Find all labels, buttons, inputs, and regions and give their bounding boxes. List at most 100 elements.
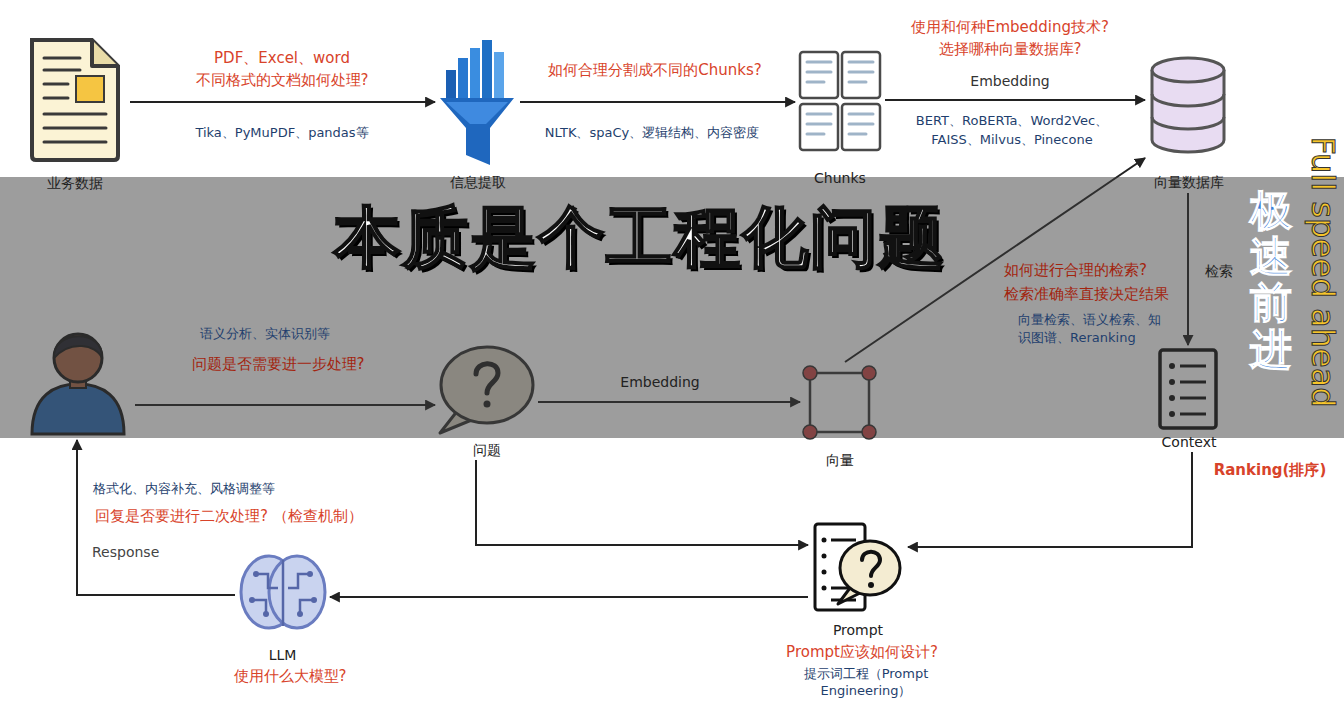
text-holder: 向量数据库 (1154, 173, 1224, 191)
drawing-part (92, 40, 118, 66)
text-holder: BERT、RoBERTa、Word2Vec、 FAISS、Milvus、Pine… (916, 111, 1108, 149)
connector-arrow (908, 452, 1192, 547)
connector-arrow (476, 460, 808, 545)
text-holder: 回复是否要进行二次处理? （检查机制） (95, 507, 363, 526)
database-icon (1152, 58, 1224, 152)
text-holder: Prompt (833, 621, 883, 639)
text-holder: 向量 (826, 451, 854, 469)
text-holder: 向量检索、语义检索、知识图谱、Reranking (1018, 311, 1168, 347)
edge-label: 检索 (1205, 263, 1233, 281)
drawing-part (842, 104, 880, 150)
drawing-part (440, 98, 514, 165)
drawing-part (807, 71, 831, 74)
drawing-part (840, 541, 900, 595)
drawing-part (470, 48, 480, 100)
text-holder: NLTK、spaCy、逻辑结构、内容密度 (545, 125, 759, 141)
vector-node: 向量 (800, 362, 880, 470)
drawing-part (849, 71, 873, 74)
node-label: LLM (269, 646, 297, 664)
vertical-slogan: 极速前进 (1250, 188, 1292, 373)
drawing-part (822, 570, 827, 575)
question-note: Prompt应该如何设计? (786, 643, 938, 662)
question-node: 问题 (435, 342, 538, 460)
text-holder: 问题是否需要进一步处理? (192, 355, 365, 374)
tool-list: 提示词工程（Prompt Engineering） (804, 665, 929, 699)
chunks-node: Chunks (795, 48, 885, 190)
drawing-part (249, 597, 255, 603)
drawing-part (44, 97, 68, 100)
drawing-part (842, 52, 880, 98)
drawing-part (249, 571, 317, 617)
drawing-part (849, 113, 873, 116)
drawing-part (44, 83, 68, 86)
question-note: 使用什么大模型? (234, 667, 347, 686)
tool-list: 格式化、内容补充、风格调整等 (93, 481, 275, 497)
drawing-part (76, 76, 104, 102)
drawing-part (44, 58, 106, 142)
drawing-part (32, 40, 118, 160)
edge-label: Embedding (620, 374, 699, 392)
drawing-part (311, 597, 317, 603)
drawing-part (849, 133, 866, 136)
drawing-part (800, 104, 838, 150)
text-holder: 信息提取 (450, 173, 506, 191)
chunks-icon (800, 52, 880, 150)
connector-arrow (130, 101, 435, 103)
tool-list: Tika、PyMuPDF、pandas等 (195, 125, 368, 141)
drawing-part (297, 611, 303, 617)
text-holder: 语义分析、实体识别等 (200, 326, 330, 342)
drawing-part (807, 62, 873, 134)
text-holder: 如何进行合理的检索? 检索准确率直接决定结果 (1004, 258, 1169, 306)
connector-arrow (330, 596, 808, 598)
drawing-part (822, 538, 827, 591)
drawing-part (269, 556, 325, 628)
drawing-part (822, 554, 827, 559)
text-holder: 如何合理分割成不同的Chunks? (548, 61, 761, 80)
prompt-icon (815, 524, 900, 610)
connector-arrow (520, 101, 795, 103)
drawing-part (1152, 117, 1224, 129)
text-holder: 格式化、内容补充、风格调整等 (93, 481, 275, 497)
text-holder: Response (92, 544, 159, 562)
vertical-slogan: Full speed ahead (1304, 136, 1339, 407)
node-label: 向量 (826, 451, 854, 469)
tool-list: 语义分析、实体识别等 (200, 326, 330, 342)
node-label: 向量数据库 (1154, 173, 1224, 191)
context-node: Context (1150, 345, 1228, 452)
drawing-part (807, 133, 824, 136)
text-holder: PDF、Excel、word 不同格式的文档如何处理? (196, 47, 369, 91)
drawing-part (800, 52, 838, 98)
drawing-part (446, 102, 508, 124)
text-holder: 使用和何种Embedding技术? 选择哪种向量数据库? (911, 16, 1109, 60)
text-holder: Tika、PyMuPDF、pandas等 (195, 125, 368, 141)
drawing-part (862, 552, 880, 576)
drawing-part (446, 70, 456, 100)
edge-label: PDF、Excel、word 不同格式的文档如何处理? (196, 47, 369, 91)
node-label: 业务数据 (47, 174, 103, 192)
question-note: 如何进行合理的检索? 检索准确率直接决定结果 (1004, 258, 1169, 306)
drawing-part (44, 113, 106, 116)
connector-arrow (885, 99, 1145, 101)
drawing-part (831, 539, 856, 542)
drawing-part (44, 141, 106, 144)
drawing-part (849, 123, 873, 126)
question-note: 使用和何种Embedding技术? 选择哪种向量数据库? (911, 16, 1109, 60)
drawing-part (256, 574, 278, 588)
text-holder: Chunks (814, 169, 866, 187)
text-holder: 使用什么大模型? (234, 667, 347, 686)
user-node (20, 330, 135, 440)
drawing-part (282, 560, 285, 626)
tool-list: NLTK、spaCy、逻辑结构、内容密度 (545, 125, 759, 141)
text-holder: 问题 (473, 441, 501, 459)
edge-label: Embedding (970, 73, 1049, 91)
drawing-part (1152, 94, 1224, 106)
tool-list: 向量检索、语义检索、知识图谱、Reranking (1018, 311, 1168, 347)
text-holder: LLM (269, 646, 297, 664)
drawing-part (807, 113, 831, 116)
drawing-part (822, 538, 827, 543)
edge-label: 问题是否需要进一步处理? (192, 355, 365, 374)
drawing-part (807, 61, 831, 64)
text-holder: Embedding (620, 374, 699, 392)
drawing-part (288, 574, 310, 588)
